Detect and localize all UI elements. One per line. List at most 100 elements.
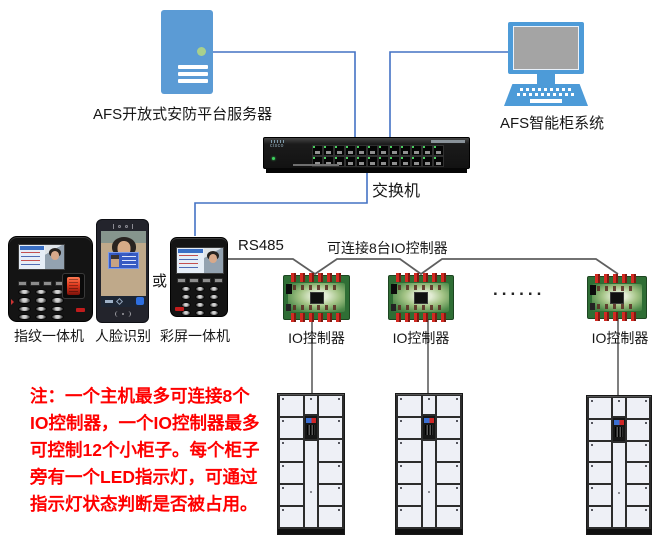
locker-door — [627, 441, 649, 462]
io-controller-board — [283, 273, 350, 322]
fingerprint-sensor — [62, 273, 85, 299]
locker-door — [280, 484, 303, 505]
ethernet-port — [389, 145, 400, 156]
function-key — [213, 278, 223, 283]
function-key — [30, 281, 40, 286]
camera-array-icon — [112, 224, 133, 229]
note-line: 可控制12个小柜子。每个柜子 — [30, 440, 260, 460]
keypad-key — [51, 305, 64, 312]
keyboard-icon — [504, 84, 588, 106]
locker-door — [319, 506, 342, 528]
wire-switch-to-terminal — [194, 170, 368, 236]
function-key — [177, 278, 187, 283]
face-match-overlay — [108, 252, 139, 269]
io-controller-label: IO控制器 — [392, 330, 450, 346]
more-controllers-ellipsis: ...... — [493, 280, 546, 299]
ethernet-port — [312, 145, 323, 156]
ethernet-port — [356, 156, 367, 167]
numeric-keypad — [18, 289, 64, 320]
face-recognition-terminal — [96, 219, 149, 323]
ethernet-port — [334, 145, 345, 156]
io-controller-board — [388, 273, 454, 322]
locker-door — [437, 396, 460, 417]
keypad-key — [195, 286, 205, 292]
workstation-icon — [504, 20, 588, 108]
locker-door — [398, 462, 421, 483]
keypad-key — [209, 310, 219, 316]
fingerprint-terminal — [8, 236, 93, 322]
locker-door — [423, 441, 435, 527]
bus-capacity-label: 可连接8台IO控制器 — [327, 240, 448, 256]
ethernet-port — [356, 145, 367, 156]
locker-door — [319, 396, 342, 417]
locker-door — [437, 462, 460, 483]
server-slot-line — [178, 72, 208, 76]
keypad-key — [181, 286, 191, 292]
cabinet-control-panel — [305, 416, 317, 439]
color-screen-terminal — [170, 237, 228, 317]
ethernet-port — [323, 145, 334, 156]
brand-logo — [76, 308, 85, 312]
face-recognition-label: 人脸识别 — [95, 328, 151, 344]
locker-door — [589, 485, 611, 506]
ethernet-port — [378, 145, 389, 156]
locker-door — [589, 463, 611, 484]
locker-door — [398, 396, 421, 417]
locker-door — [398, 418, 421, 439]
locker-door — [319, 484, 342, 505]
keypad-key — [18, 297, 31, 304]
ethernet-port — [323, 156, 334, 167]
keypad-key — [195, 302, 205, 308]
wire-workstation-to-switch — [389, 51, 508, 138]
ethernet-port — [422, 145, 433, 156]
function-key — [18, 281, 28, 286]
ethernet-port — [411, 156, 422, 167]
io-controller-label: IO控制器 — [591, 330, 649, 346]
cabinet-control-panel — [613, 418, 625, 441]
ethernet-port — [312, 156, 323, 167]
fingerprint-terminal-label: 指纹一体机 — [14, 328, 84, 344]
wire-rs485-bus — [228, 258, 619, 276]
terminal-screen — [176, 247, 224, 274]
mcu-chip — [309, 291, 324, 304]
wire-server-to-switch — [205, 51, 356, 138]
side-marker — [11, 299, 17, 305]
locker-door — [613, 398, 625, 416]
locker-door — [589, 398, 611, 418]
keypad-key — [195, 310, 205, 316]
locker-cabinet — [395, 393, 463, 535]
locker-door — [398, 440, 421, 461]
locker-door — [589, 441, 611, 462]
io-controller-label: IO控制器 — [288, 330, 345, 346]
locker-door — [280, 440, 303, 461]
screen-status-bar — [101, 296, 146, 307]
keypad-key — [18, 289, 31, 296]
locker-door — [437, 506, 460, 528]
locker-door — [589, 419, 611, 440]
ethernet-port — [367, 145, 378, 156]
function-key — [201, 278, 211, 283]
locker-door — [305, 396, 317, 414]
locker-door — [280, 462, 303, 483]
keypad-key — [181, 294, 191, 300]
ethernet-port — [345, 156, 356, 167]
note-line: IO控制器，一个IO控制器最多 — [30, 413, 260, 433]
monitor-screen — [513, 26, 579, 70]
switch-power-led — [272, 157, 275, 160]
cabinet-base — [587, 529, 651, 534]
locker-door — [280, 506, 303, 528]
note-line: 旁有一个LED指示灯，可通过 — [30, 467, 258, 487]
ethernet-port — [433, 145, 444, 156]
cabinet-control-panel — [423, 416, 435, 439]
keypad-key — [181, 310, 191, 316]
color-screen-terminal-label: 彩屏一体机 — [160, 328, 230, 344]
locker-door — [627, 485, 649, 506]
locker-door — [627, 419, 649, 440]
locker-door — [627, 463, 649, 484]
locker-door — [437, 484, 460, 505]
locker-door — [398, 484, 421, 505]
server-label: AFS开放式安防平台服务器 — [93, 106, 273, 123]
function-key — [189, 278, 199, 283]
switch-base — [266, 168, 467, 173]
